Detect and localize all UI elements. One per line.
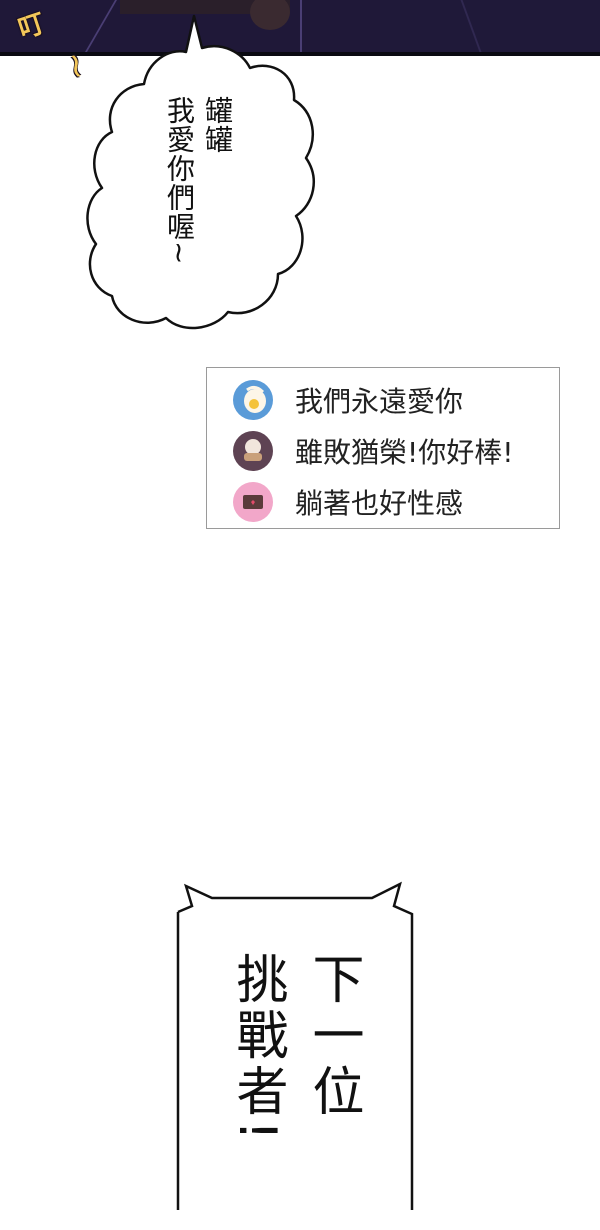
narration-line: 挑戰者! bbox=[227, 952, 287, 1145]
panel-border bbox=[0, 52, 600, 56]
comic-panel-top bbox=[0, 0, 600, 56]
comment-text: 雖敗猶榮!你好棒! bbox=[295, 436, 514, 469]
floor-line bbox=[300, 0, 302, 52]
speech-bubble-text: 罐罐 我愛你們喔~ bbox=[163, 96, 234, 266]
comment-item: 我們永遠愛你 bbox=[233, 380, 463, 420]
speech-line: 罐罐 bbox=[201, 96, 234, 154]
speech-bubble bbox=[86, 14, 315, 330]
letter-avatar-icon bbox=[233, 482, 273, 522]
cup-avatar-icon bbox=[233, 431, 273, 471]
comment-item: 躺著也好性感 bbox=[233, 482, 463, 522]
egg-avatar-icon bbox=[233, 380, 273, 420]
narration-box bbox=[176, 881, 414, 1210]
comment-text: 躺著也好性感 bbox=[295, 487, 464, 520]
character-shadow bbox=[120, 0, 600, 52]
narration-line: 下一位 bbox=[303, 952, 363, 1120]
comment-list: 我們永遠愛你 雖敗猶榮!你好棒! 躺著也好性感 bbox=[206, 367, 560, 529]
comment-text: 我們永遠愛你 bbox=[295, 385, 464, 418]
narration-text: 下一位 挑戰者! bbox=[227, 952, 363, 1145]
speech-line: 我愛你們喔~ bbox=[163, 96, 196, 266]
comment-item: 雖敗猶榮!你好棒! bbox=[233, 431, 513, 471]
